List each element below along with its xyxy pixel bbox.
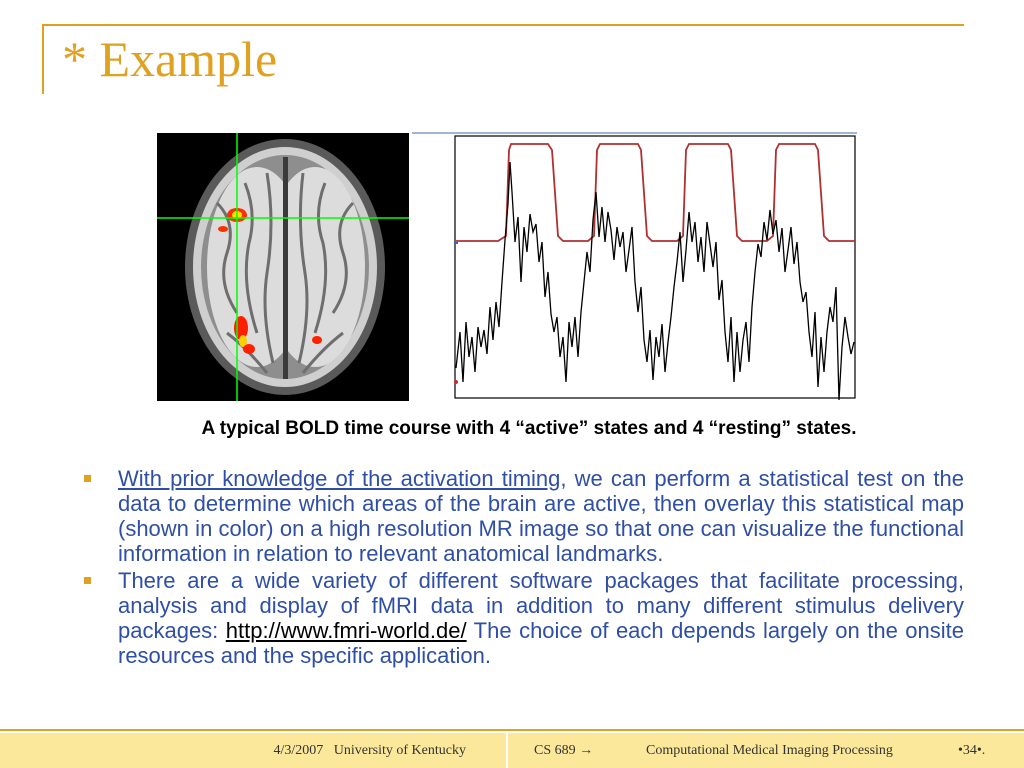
bullet-item-2: There are a wide variety of different so… bbox=[84, 568, 964, 668]
footer-left: 4/3/2007 University of Kentucky bbox=[0, 733, 506, 768]
footer-right: CS 689 → Computational Medical Imaging P… bbox=[508, 733, 1024, 768]
fmri-world-link[interactable]: http://www.fmri-world.de/ bbox=[225, 618, 467, 643]
figure-caption: A typical BOLD time course with 4 “activ… bbox=[201, 418, 857, 439]
title-rule-left bbox=[42, 24, 44, 94]
bullet-2-body-after: The choice of each depends largely on th… bbox=[118, 618, 964, 668]
bullet-text-2: There are a wide variety of different so… bbox=[118, 568, 964, 668]
footer-rule bbox=[0, 729, 1024, 731]
stimulus-trace bbox=[456, 143, 855, 242]
bullet-text-1: With prior knowledge of the activation t… bbox=[118, 466, 964, 566]
footer-course: CS 689 → bbox=[534, 743, 594, 758]
bullet-1-body: , we can perform a statistical test on t… bbox=[118, 466, 964, 566]
bullet-2-body-before: There are a wide variety of different so… bbox=[118, 568, 964, 643]
footer-course-title: Computational Medical Imaging Processing bbox=[646, 743, 893, 758]
activation-timing-link[interactable]: With prior knowledge of the activation t… bbox=[118, 466, 561, 491]
slide-title: * Example bbox=[62, 31, 278, 87]
brain-mri-image bbox=[157, 133, 409, 401]
footer-page-number: •34•. bbox=[958, 743, 986, 758]
bullet-item-1: With prior knowledge of the activation t… bbox=[84, 466, 964, 566]
footer-date-institution: 4/3/2007 University of Kentucky bbox=[273, 743, 466, 758]
square-bullet-icon bbox=[84, 568, 118, 584]
square-bullet-icon bbox=[84, 466, 118, 482]
title-rule-top bbox=[42, 24, 964, 26]
bold-time-course-plot bbox=[412, 132, 857, 401]
bold-signal-trace bbox=[455, 161, 855, 401]
bullet-list: With prior knowledge of the activation t… bbox=[84, 466, 964, 670]
